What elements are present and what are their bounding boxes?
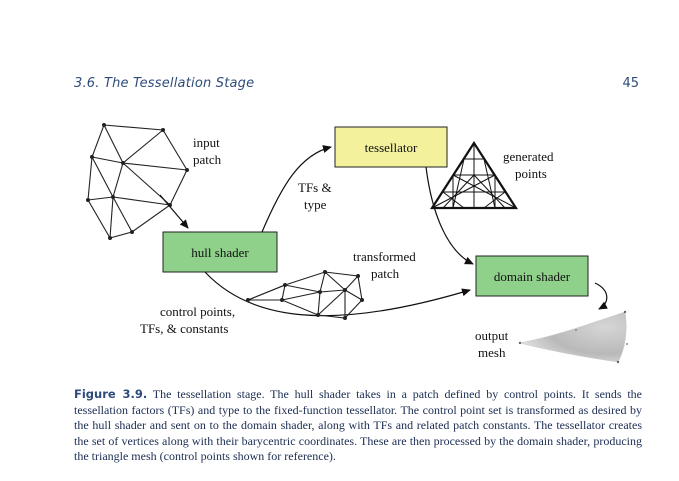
output-mesh-label-line1: output (475, 328, 509, 343)
tfs-type-label-line2: type (304, 197, 327, 212)
control-points-label-line1: control points, (160, 304, 235, 319)
figure-label: Figure 3.9. (74, 387, 148, 401)
arrow-patch-to-hull (159, 194, 189, 229)
input-patch-control-points (86, 123, 189, 240)
domain-shader-label: domain shader (494, 269, 571, 284)
tessellator-box (334, 126, 448, 168)
control-points-label-line2: TFs, & constants (140, 321, 228, 336)
transformed-patch-control-points (246, 270, 364, 320)
arrow-hull-to-tessellator (261, 145, 332, 233)
input-patch-label-line1: input (193, 135, 220, 150)
figure-caption: Figure 3.9. The tessellation stage. The … (74, 387, 642, 465)
tessellator-label: tessellator (365, 140, 418, 155)
domain-shader-box (475, 255, 589, 297)
generated-points-label-line1: generated (503, 149, 554, 164)
tfs-type-label-line1: TFs & (298, 180, 332, 195)
caption-text: The tessellation stage. The hull shader … (74, 387, 642, 463)
arrow-tessellator-to-domain (425, 166, 474, 265)
input-patch-label-line2: patch (193, 152, 222, 167)
output-mesh-label-line2: mesh (478, 345, 506, 360)
input-patch-mesh (87, 124, 188, 239)
generated-points-triangle (429, 140, 519, 210)
arrow-hull-to-domain (204, 271, 471, 317)
section-header: 3.6. The Tessellation Stage (74, 76, 255, 91)
output-mesh (518, 310, 628, 364)
page-number: 45 (622, 76, 639, 91)
transformed-patch-label-line2: patch (371, 266, 400, 281)
hull-shader-box (162, 231, 278, 273)
generated-points-label-line2: points (515, 166, 547, 181)
transformed-patch-label-line1: transformed (353, 249, 416, 264)
hull-shader-label: hull shader (191, 245, 249, 260)
arrow-domain-to-output (594, 282, 608, 310)
transformed-patch-mesh (247, 271, 363, 319)
